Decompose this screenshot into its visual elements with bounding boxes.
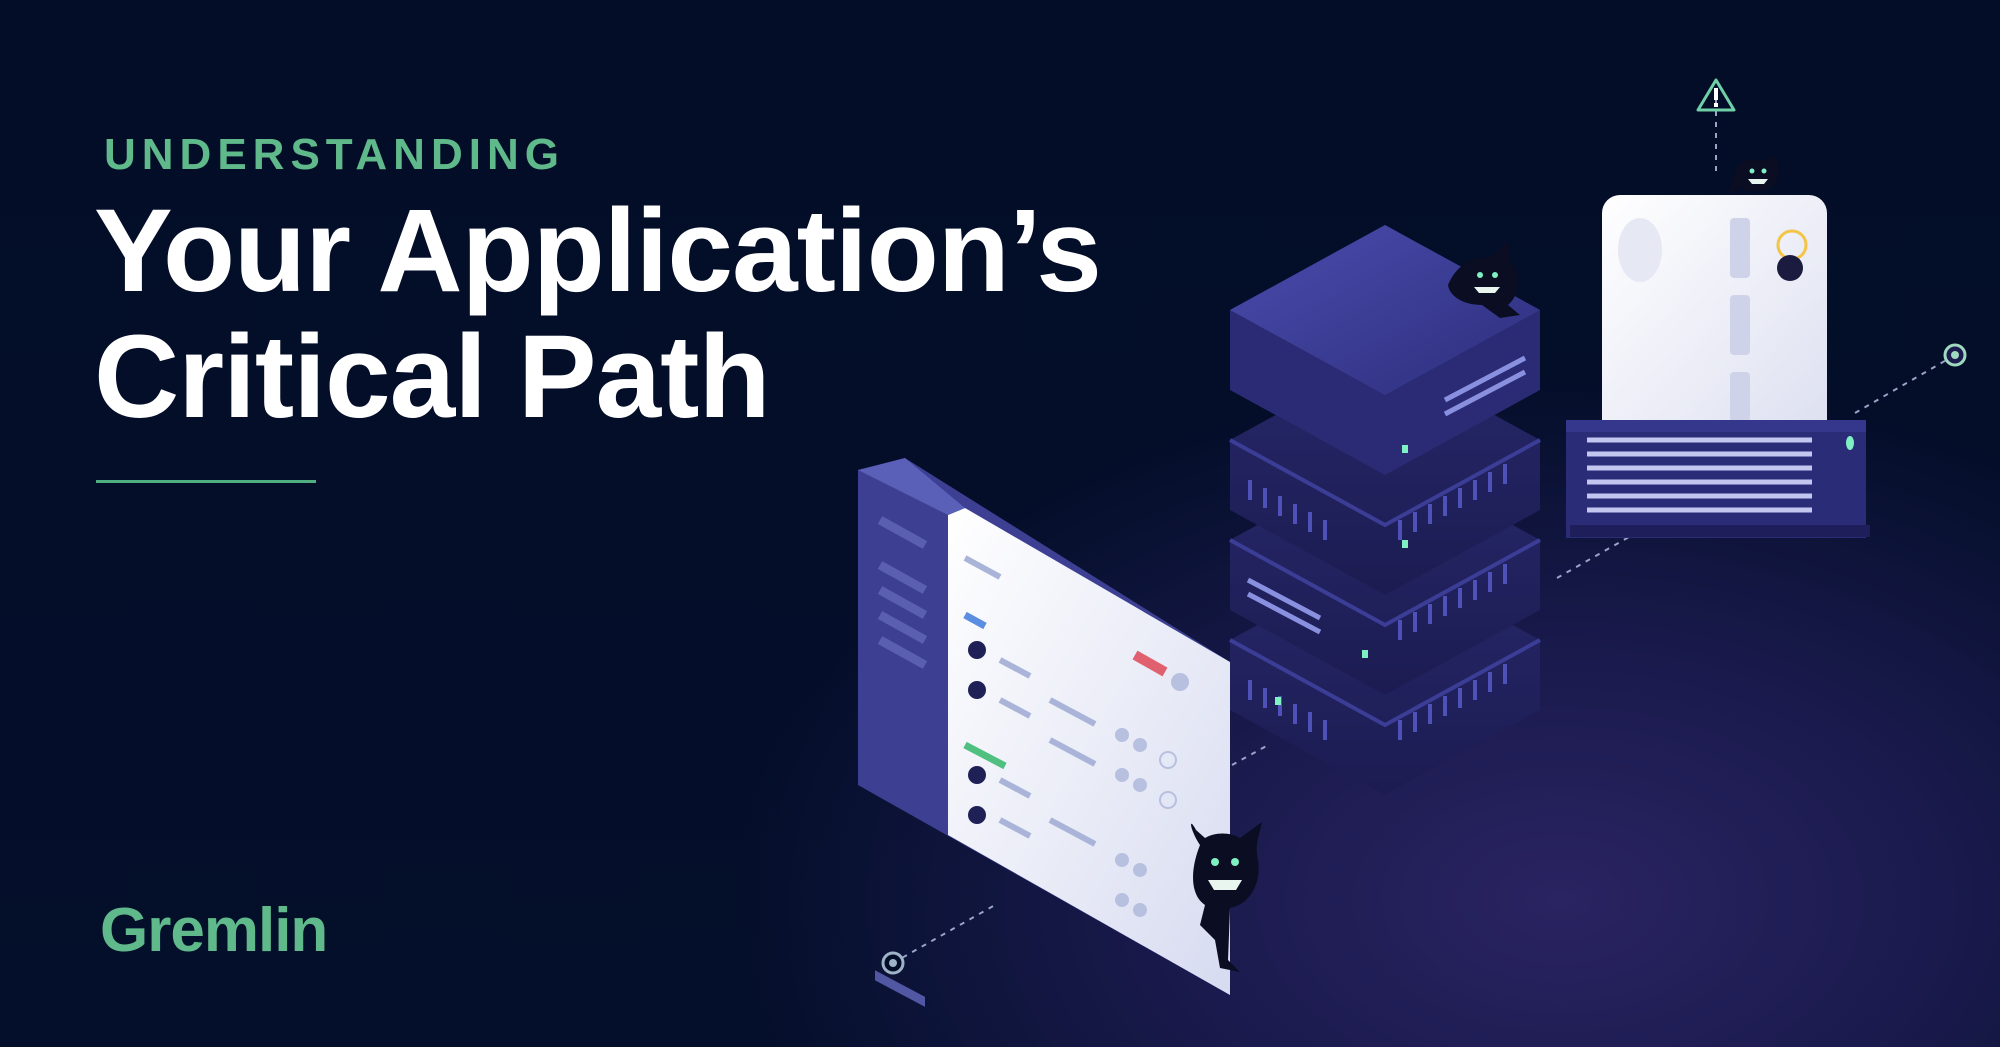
gremlin-creature-server [1448,240,1520,318]
gremlin-logo[interactable]: Gremlin [100,896,328,965]
dashboard-window [858,458,1230,1007]
title-line-2: Critical Path [94,311,771,443]
gremlin-creature-window [1191,822,1262,972]
database-card [1566,195,1870,538]
gremlin-creature-card [1728,155,1779,194]
title-divider [96,480,316,483]
eyebrow-label: UNDERSTANDING [104,130,565,179]
warning-icon [1696,78,1736,112]
page-title: Your Application’s Critical Path [94,188,1244,440]
title-line-1: Your Application’s [94,185,1102,317]
connector-nodes [881,343,1967,975]
